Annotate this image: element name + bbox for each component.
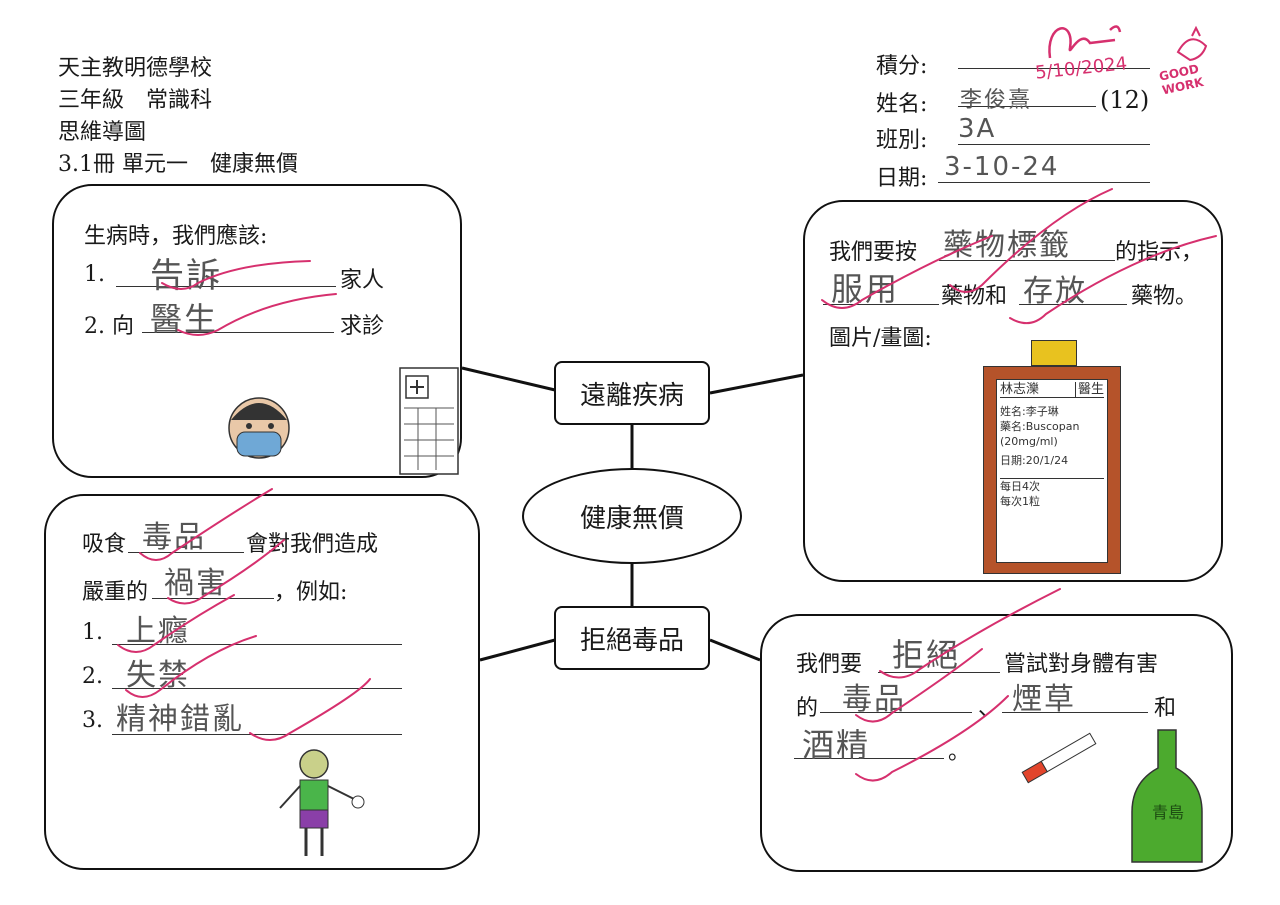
bottle-body: 林志濼 醫生 姓名:李子琳 藥名:Buscopan (20mg/ml) 日期:2… [983,366,1121,574]
label-dose: (20mg/ml) [1000,435,1058,448]
box-when-sick: 生病時，我們應該: 1. 告訴 家人 2. 向 醫生 求診 [52,184,462,478]
box-medicine-label: 我們要按 藥物標籤 的指示， 服用 藥物和 存放 藥物。 圖片/畫圖: 林志濼 … [803,200,1223,582]
label-date: 日期:20/1/24 [1000,454,1069,467]
score-label: 積分: [876,54,928,79]
clinic-building-drawing [399,367,459,475]
grade-subject: 三年級 常識科 [58,88,213,113]
refuse-line2-suffix: 和 [1154,696,1177,721]
date-line [938,182,1150,183]
school-name: 天主教明德學校 [58,56,213,81]
prescription-label: 林志濼 醫生 姓名:李子琳 藥名:Buscopan (20mg/ml) 日期:2… [996,379,1108,563]
drugs-item2-line [112,688,402,689]
drugs-item2-number: 2. [82,664,103,689]
cigarette-drawing [1021,732,1097,784]
good-work-stamp: GOOD WORK [1148,22,1234,97]
label-drug-name: 藥名:Buscopan [1000,420,1080,433]
refuse-line2-blank2 [1002,712,1148,713]
teacher-signature [1048,25,1122,59]
class-label: 班別: [876,128,928,153]
refuse-line2-blank1 [820,712,972,713]
medicine-line2-answer1: 服用 [831,270,900,308]
drugs-item3-number: 3. [82,708,103,733]
sick-item2-prefix: 2. 向 [84,314,134,339]
label-clinic-name: 林志濼 [1000,382,1040,397]
drugs-line2-blank [152,598,274,599]
label-doctor: 醫生 [1074,382,1104,397]
branch-refuse-drugs: 拒絕毒品 [554,606,710,670]
sick-item1-number: 1. [84,262,105,287]
sick-item2-line [142,332,334,333]
medicine-line2-middle: 藥物和 [941,284,1008,309]
drugs-line1-blank [128,552,244,553]
bottle-label: 青島 [1151,803,1184,822]
medicine-line1-answer: 藥物標籤 [943,228,1071,263]
class-line [958,144,1150,145]
box-refuse-harmful: 我們要 拒絕 嘗試對身體有害 的 毒品 、 煙草 和 酒精 。 青島 [760,614,1233,872]
bottle-cap [1031,340,1077,366]
refuse-line3-answer: 酒精 [802,726,871,764]
refuse-line3-blank [794,758,944,759]
refuse-line1-blank [878,672,1000,673]
drugs-item3-line [112,734,402,735]
refuse-line1-suffix: 嘗試對身體有害 [1004,652,1159,677]
masked-person-drawing [228,397,290,459]
drugs-item1-line [112,644,402,645]
date-label: 日期: [876,166,928,191]
medicine-line2-answer2: 存放 [1023,274,1087,309]
label-frequency: 每日4次 [1000,478,1104,494]
medicine-line2-blank1 [823,304,939,305]
drugs-item1-number: 1. [82,620,103,645]
refuse-line1-answer: 拒絕 [892,636,961,674]
date-value: 3-10-24 [944,152,1060,182]
drugs-line2-answer: 禍害 [164,566,228,601]
refuse-line1-prefix: 我們要 [796,652,863,677]
score-line [958,68,1150,69]
sick-item1-suffix: 家人 [340,268,385,293]
medicine-line2-blank2 [1019,304,1127,305]
center-topic: 健康無價 [522,468,742,564]
drugs-line2-suffix: ，例如: [274,580,348,605]
class-number: (12) [1100,86,1150,114]
refuse-line2-prefix: 的 [796,696,819,721]
beer-bottle-drawing: 青島 [1128,726,1208,866]
drugs-line2-prefix: 嚴重的 [82,580,149,605]
medicine-line1-blank [939,260,1115,261]
refuse-line2-answer2: 煙草 [1012,682,1076,717]
sick-item2-suffix: 求診 [340,314,385,339]
name-line [958,106,1096,107]
person-drawing [279,749,365,856]
refuse-line3-suffix: 。 [948,740,971,765]
refuse-line2-separator: 、 [978,696,1001,721]
medicine-picture-prompt: 圖片/畫圖: [829,326,932,351]
label-patient: 姓名:李子琳 [1000,405,1059,418]
class-value: 3A [958,114,997,144]
branch-avoid-disease: 遠離疾病 [554,361,710,425]
drugs-item3-answer: 精神錯亂 [116,702,244,737]
sick-prompt: 生病時，我們應該: [84,224,268,249]
sick-item1-line [116,286,336,287]
name-label: 姓名: [876,92,928,117]
unit-title: 3.1冊 單元一 健康無價 [58,152,298,177]
drugs-line1-prefix: 吸食 [82,532,127,557]
label-quantity: 每次1粒 [1000,495,1040,508]
worksheet-type: 思維導圖 [58,120,147,145]
name-value: 李俊熹 [960,88,1033,113]
medicine-line1-prefix: 我們要按 [829,240,918,265]
medicine-line2-suffix: 藥物。 [1131,284,1198,309]
medicine-bottle-drawing: 林志濼 醫生 姓名:李子琳 藥名:Buscopan (20mg/ml) 日期:2… [983,340,1121,576]
